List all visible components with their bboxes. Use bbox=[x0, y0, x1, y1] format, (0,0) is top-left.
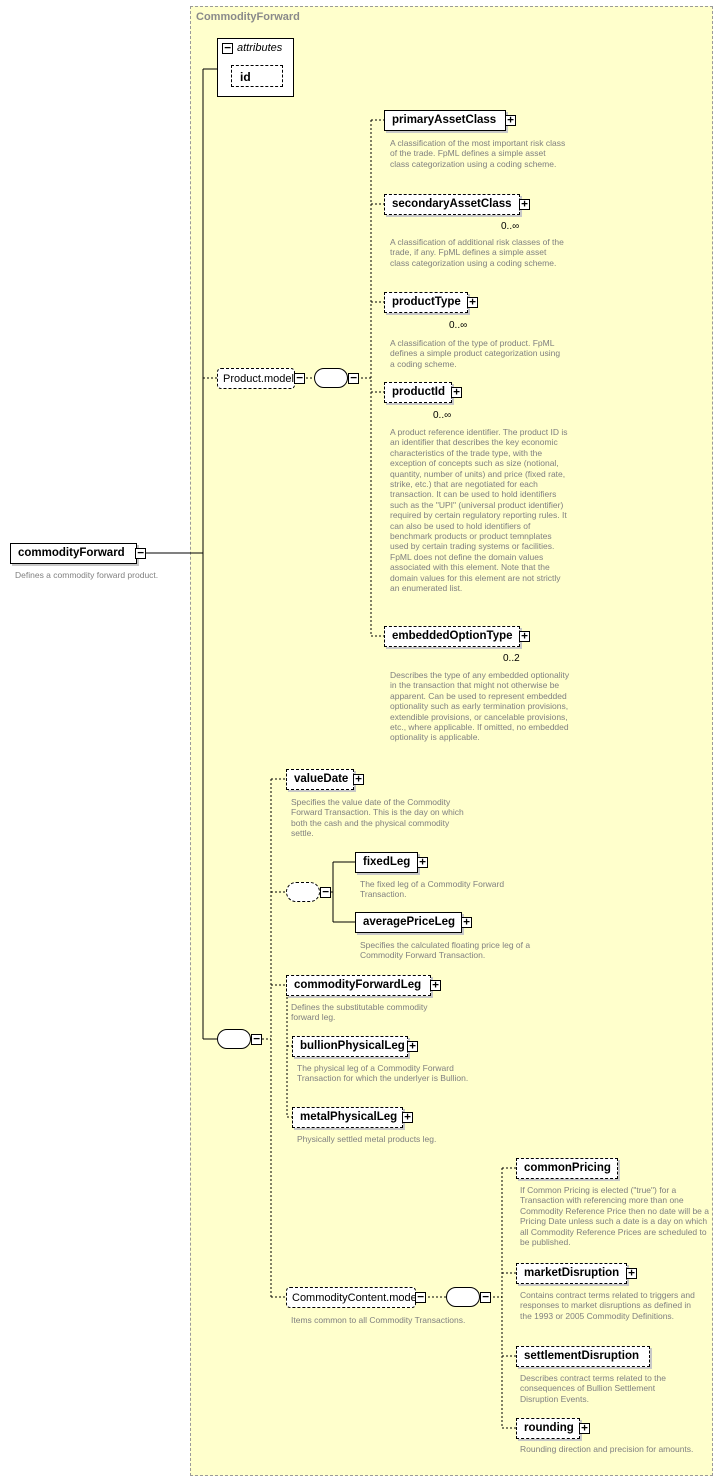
market-disruption-element[interactable]: marketDisruption bbox=[516, 1263, 627, 1284]
product-model-group[interactable]: Product.model bbox=[217, 368, 295, 389]
element-label: commodityForward bbox=[18, 547, 125, 559]
collapse-icon[interactable]: − bbox=[222, 43, 233, 54]
average-price-leg-element[interactable]: averagePriceLeg bbox=[355, 912, 462, 933]
commodity-forward-type-panel bbox=[190, 6, 713, 1476]
expand-icon[interactable]: + bbox=[626, 1268, 637, 1279]
embedded-option-type-element[interactable]: embeddedOptionType bbox=[384, 626, 520, 647]
element-label: bullionPhysicalLeg bbox=[300, 1040, 405, 1052]
expand-icon[interactable]: + bbox=[579, 1423, 590, 1434]
element-label: primaryAssetClass bbox=[392, 114, 497, 126]
element-description: If Common Pricing is elected ("true") fo… bbox=[520, 1185, 709, 1248]
expand-icon[interactable]: + bbox=[461, 917, 472, 928]
expand-icon[interactable]: + bbox=[519, 199, 530, 210]
product-type-element[interactable]: productType bbox=[384, 292, 468, 313]
expand-icon[interactable]: + bbox=[353, 774, 364, 785]
primary-asset-class-element[interactable]: primaryAssetClass bbox=[384, 110, 506, 131]
sequence-compositor bbox=[314, 368, 348, 388]
settlement-disruption-element[interactable]: settlementDisruption bbox=[516, 1346, 650, 1367]
expand-icon[interactable]: + bbox=[417, 857, 428, 868]
commodity-forward-leg-element[interactable]: commodityForwardLeg bbox=[286, 975, 431, 996]
bullion-physical-leg-element[interactable]: bullionPhysicalLeg bbox=[292, 1036, 408, 1057]
expand-icon[interactable]: + bbox=[430, 980, 441, 991]
expand-icon[interactable]: + bbox=[402, 1112, 413, 1123]
element-label: commodityForwardLeg bbox=[294, 979, 422, 991]
element-description: Describes contract terms related to the … bbox=[520, 1373, 666, 1404]
element-description: The fixed leg of a Commodity Forward Tra… bbox=[360, 879, 505, 900]
collapse-icon[interactable]: − bbox=[348, 373, 359, 384]
common-pricing-element[interactable]: commonPricing bbox=[516, 1158, 618, 1179]
group-label: CommodityContent.model bbox=[292, 1292, 420, 1304]
sequence-compositor bbox=[217, 1029, 251, 1049]
expand-icon[interactable]: + bbox=[467, 297, 478, 308]
element-label: commonPricing bbox=[524, 1162, 611, 1174]
collapse-icon[interactable]: − bbox=[135, 548, 146, 559]
element-description: Defines the substitutable commodity forw… bbox=[291, 1002, 428, 1023]
metal-physical-leg-element[interactable]: metalPhysicalLeg bbox=[292, 1107, 403, 1128]
element-label: fixedLeg bbox=[363, 856, 411, 868]
element-description: Rounding direction and precision for amo… bbox=[520, 1444, 694, 1454]
product-id-element[interactable]: productId bbox=[384, 382, 452, 403]
element-label: rounding bbox=[524, 1422, 574, 1434]
element-label: embeddedOptionType bbox=[392, 630, 513, 642]
expand-icon[interactable]: + bbox=[407, 1041, 418, 1052]
collapse-icon[interactable]: − bbox=[480, 1292, 491, 1303]
element-description: Contains contract terms related to trigg… bbox=[520, 1290, 695, 1321]
element-label: productType bbox=[392, 296, 461, 308]
value-date-element[interactable]: valueDate bbox=[286, 769, 354, 790]
element-label: marketDisruption bbox=[524, 1267, 620, 1279]
choice-compositor bbox=[286, 882, 320, 902]
collapse-icon[interactable]: − bbox=[320, 887, 331, 898]
element-description: A product reference identifier. The prod… bbox=[390, 427, 568, 594]
element-description: A classification of the type of product.… bbox=[390, 338, 561, 369]
cardinality: 0..∞ bbox=[433, 410, 452, 421]
secondary-asset-class-element[interactable]: secondaryAssetClass bbox=[384, 194, 520, 215]
commodity-forward-element[interactable]: commodityForward bbox=[10, 543, 137, 564]
group-label: Product.model bbox=[223, 373, 294, 385]
collapse-icon[interactable]: − bbox=[251, 1034, 262, 1045]
element-description: Defines a commodity forward product. bbox=[15, 570, 159, 580]
rounding-element[interactable]: rounding bbox=[516, 1418, 580, 1439]
element-description: Specifies the calculated floating price … bbox=[360, 940, 531, 961]
cardinality: 0..∞ bbox=[501, 221, 520, 232]
element-description: Specifies the value date of the Commodit… bbox=[291, 797, 464, 839]
cardinality: 0..∞ bbox=[449, 320, 468, 331]
attribute-id: id bbox=[231, 65, 283, 87]
group-description: Items common to all Commodity Transactio… bbox=[291, 1315, 466, 1325]
attributes-label: attributes bbox=[237, 42, 283, 54]
fixed-leg-element[interactable]: fixedLeg bbox=[355, 852, 418, 873]
element-label: secondaryAssetClass bbox=[392, 198, 512, 210]
element-label: valueDate bbox=[294, 773, 349, 785]
panel-title: CommodityForward bbox=[196, 11, 300, 23]
sequence-compositor bbox=[446, 1287, 480, 1307]
element-description: The physical leg of a Commodity Forward … bbox=[297, 1063, 469, 1084]
expand-icon[interactable]: + bbox=[451, 387, 462, 398]
element-description: A classification of the most important r… bbox=[390, 138, 566, 169]
collapse-icon[interactable]: − bbox=[294, 373, 305, 384]
commodity-content-model-group[interactable]: CommodityContent.model bbox=[286, 1287, 420, 1308]
cardinality: 0..2 bbox=[503, 653, 520, 664]
element-label: settlementDisruption bbox=[524, 1350, 640, 1362]
element-label: metalPhysicalLeg bbox=[300, 1111, 398, 1123]
element-label: productId bbox=[392, 386, 446, 398]
expand-icon[interactable]: + bbox=[505, 115, 516, 126]
element-description: Describes the type of any embedded optio… bbox=[390, 670, 570, 743]
expand-icon[interactable]: + bbox=[519, 631, 530, 642]
element-description: A classification of additional risk clas… bbox=[390, 237, 564, 268]
element-description: Physically settled metal products leg. bbox=[297, 1134, 437, 1144]
collapse-icon[interactable]: − bbox=[415, 1292, 426, 1303]
element-label: averagePriceLeg bbox=[363, 916, 456, 928]
